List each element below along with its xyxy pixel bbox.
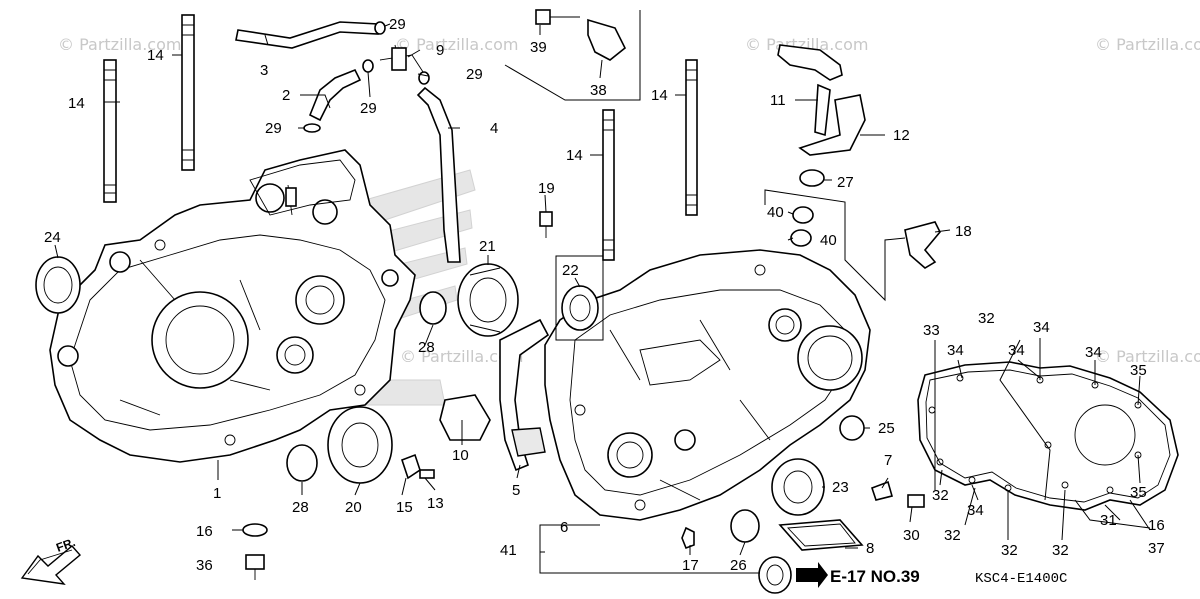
callout-8[interactable]: 8 — [866, 540, 874, 557]
watermark-5: © Partzilla.com — [400, 347, 523, 366]
reference-arrow: E-17 NO.39 — [796, 562, 920, 588]
callout-17[interactable]: 17 — [682, 557, 699, 574]
callout-19[interactable]: 19 — [538, 180, 555, 197]
callout-14-d[interactable]: 14 — [651, 87, 668, 104]
callout-20[interactable]: 20 — [345, 499, 362, 516]
callout-16-b[interactable]: 16 — [1148, 517, 1165, 534]
callouts: 1 2 3 4 5 6 7 8 9 10 11 12 13 14 14 14 1… — [44, 16, 1165, 574]
callout-25[interactable]: 25 — [878, 420, 895, 437]
callout-10[interactable]: 10 — [452, 447, 469, 464]
callout-28-b[interactable]: 28 — [292, 499, 309, 516]
hoses — [235, 21, 461, 263]
callout-13[interactable]: 13 — [427, 495, 444, 512]
callout-34-c[interactable]: 34 — [1033, 319, 1050, 336]
leader-lines — [54, 23, 1151, 574]
callout-36[interactable]: 36 — [196, 557, 213, 574]
callout-35-b[interactable]: 35 — [1130, 484, 1147, 501]
callout-24[interactable]: 24 — [44, 229, 61, 246]
right-crankcase — [544, 249, 871, 521]
clamps — [303, 21, 430, 133]
callout-39[interactable]: 39 — [530, 39, 547, 56]
callout-34-b[interactable]: 34 — [1008, 342, 1025, 359]
diagram-code: KSC4-E1400C — [975, 571, 1067, 587]
callout-41[interactable]: 41 — [500, 542, 517, 559]
upper-center-parts — [504, 9, 941, 302]
callout-33[interactable]: 33 — [923, 322, 940, 339]
callout-21[interactable]: 21 — [479, 238, 496, 255]
callout-34-e[interactable]: 34 — [967, 502, 984, 519]
callout-11[interactable]: 11 — [770, 92, 786, 109]
callout-7[interactable]: 7 — [884, 452, 892, 469]
callout-32-a[interactable]: 32 — [978, 310, 995, 327]
callout-1[interactable]: 1 — [213, 485, 221, 502]
callout-23[interactable]: 23 — [832, 479, 849, 496]
callout-14-c[interactable]: 14 — [566, 147, 583, 164]
stud-bolts — [103, 14, 698, 261]
watermark-7: © Partzilla.com — [1095, 347, 1200, 366]
callout-14-b[interactable]: 14 — [147, 47, 164, 64]
watermark-2: © Partzilla.com — [395, 35, 518, 54]
callout-34-a[interactable]: 34 — [947, 342, 964, 359]
callout-2[interactable]: 2 — [282, 87, 290, 104]
callout-40-a[interactable]: 40 — [767, 204, 784, 221]
callout-35-a[interactable]: 35 — [1130, 362, 1147, 379]
left-crankcase — [49, 149, 416, 463]
callout-3[interactable]: 3 — [260, 62, 268, 79]
callout-15[interactable]: 15 — [396, 499, 413, 516]
front-arrow: FR. — [20, 535, 82, 585]
callout-40-b[interactable]: 40 — [820, 232, 837, 249]
callout-31[interactable]: 31 — [1100, 512, 1117, 529]
callout-29-c[interactable]: 29 — [360, 100, 377, 117]
watermark-1: © Partzilla.com — [58, 35, 181, 54]
front-label: FR. — [54, 535, 77, 555]
watermark-4: © Partzilla.com — [1095, 35, 1200, 54]
callout-28-a[interactable]: 28 — [418, 339, 435, 356]
callout-16-a[interactable]: 16 — [196, 523, 213, 540]
callout-6[interactable]: 6 — [560, 519, 568, 536]
callout-34-d[interactable]: 34 — [1085, 344, 1102, 361]
callout-4[interactable]: 4 — [490, 120, 498, 137]
callout-18[interactable]: 18 — [955, 223, 972, 240]
callout-32-d[interactable]: 32 — [1001, 542, 1018, 559]
callout-29-d[interactable]: 29 — [265, 120, 282, 137]
callout-32-b[interactable]: 32 — [932, 487, 949, 504]
watermark-3: © Partzilla.com — [745, 35, 868, 54]
callout-27[interactable]: 27 — [837, 174, 854, 191]
callout-38[interactable]: 38 — [590, 82, 607, 99]
seal-5 — [511, 427, 546, 457]
callout-32-c[interactable]: 32 — [944, 527, 961, 544]
callout-14-a[interactable]: 14 — [68, 95, 85, 112]
callout-12[interactable]: 12 — [893, 127, 910, 144]
callout-5[interactable]: 5 — [512, 482, 520, 499]
callout-32-e[interactable]: 32 — [1052, 542, 1069, 559]
callout-22[interactable]: 22 — [562, 262, 579, 279]
bearings-seals — [35, 255, 925, 594]
callout-29-a[interactable]: 29 — [389, 16, 406, 33]
callout-30[interactable]: 30 — [903, 527, 920, 544]
callout-29-b[interactable]: 29 — [466, 66, 483, 83]
callout-37[interactable]: 37 — [1148, 540, 1165, 557]
callout-26[interactable]: 26 — [730, 557, 747, 574]
reference-label: E-17 NO.39 — [830, 567, 920, 586]
callout-9[interactable]: 9 — [436, 42, 444, 59]
